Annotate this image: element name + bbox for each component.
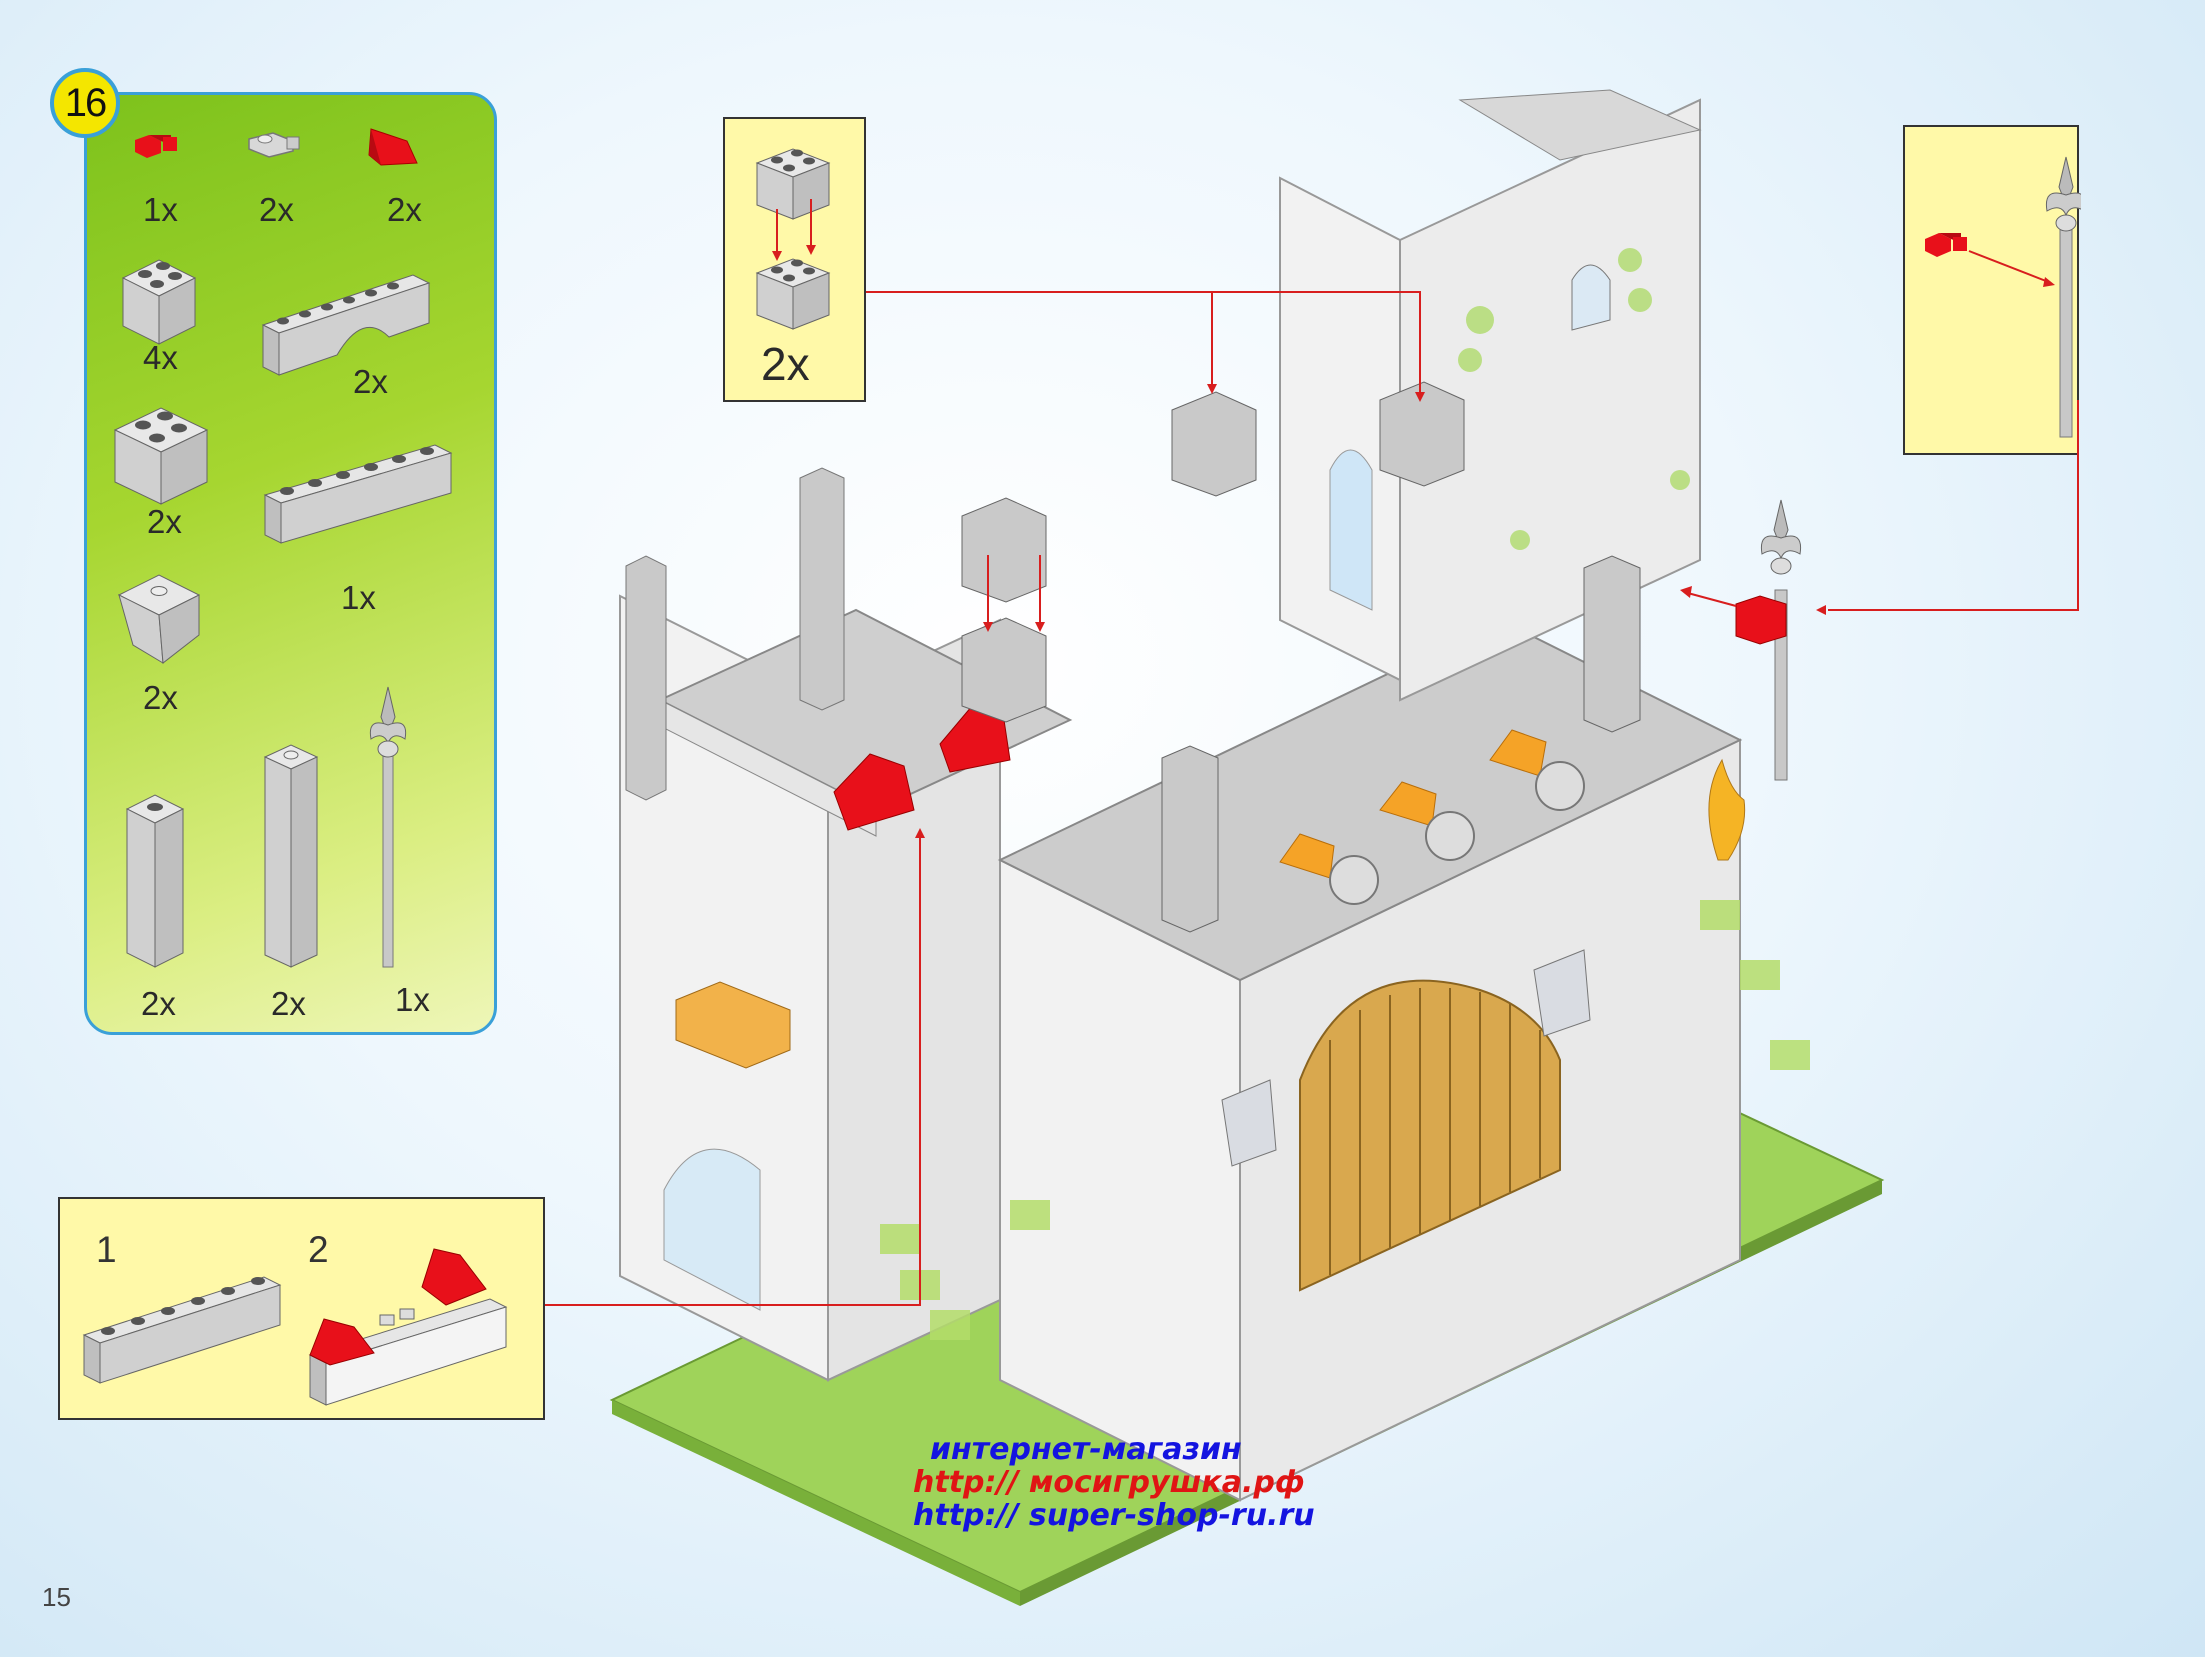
grey-brick-2x2-icon xyxy=(121,259,197,345)
grey-brick-1x6-icon xyxy=(263,444,453,544)
part-qty: 2x xyxy=(353,363,388,400)
grey-clip-plate-icon xyxy=(248,132,300,158)
grey-round-column-icon xyxy=(125,794,185,968)
parts-list-panel: 1x 2x 2x 4x 2x 2x 1x 2x 2x 2x 1x xyxy=(84,92,497,1035)
page-number: 15 xyxy=(42,1582,71,1612)
round-shields xyxy=(1329,761,1585,905)
callout-spear-clip xyxy=(1903,125,2081,455)
red-clip-piece-icon xyxy=(1925,233,1967,257)
sub-step-1-number: 1 xyxy=(96,1229,117,1270)
part-qty: 4x xyxy=(143,339,178,376)
sub-assembly-diagram xyxy=(82,1248,508,1406)
knight-mask xyxy=(1221,1079,1277,1167)
part-qty: 2x xyxy=(141,985,176,1022)
part-qty: 2x xyxy=(143,679,178,716)
halberd-spear-icon xyxy=(2045,156,2081,438)
torch-flame xyxy=(1708,758,1746,861)
knight-mask xyxy=(1533,949,1591,1037)
red-slope-brick xyxy=(833,753,915,831)
callout-qty: 2x xyxy=(761,338,810,390)
moss-patches xyxy=(880,900,1810,1340)
halberd-spear-icon xyxy=(369,686,407,968)
part-qty: 1x xyxy=(143,191,178,228)
part-qty: 1x xyxy=(395,981,430,1018)
watermark-line: интернет-магазин xyxy=(930,1432,1242,1467)
tower-grey-blocks xyxy=(961,381,1641,933)
red-slope-sub-assembly xyxy=(308,1248,508,1406)
treasure-chest xyxy=(675,981,791,1069)
red-slope-brick xyxy=(939,705,1011,773)
spear-clip-diagram xyxy=(1925,156,2081,438)
callout-sub-assembly: 1 2 xyxy=(58,1197,545,1420)
part-qty: 1x xyxy=(341,579,376,616)
sub-step-2-number: 2 xyxy=(308,1229,329,1270)
brick-stack-diagram xyxy=(755,148,831,330)
callout-brick-stack: 2x xyxy=(723,117,866,402)
part-qty: 2x xyxy=(259,191,294,228)
grey-brick-1x6-icon xyxy=(82,1276,282,1384)
orange-slopes xyxy=(1279,729,1547,879)
grey-slope-brick-icon xyxy=(117,574,201,664)
grey-brick-2x2-tall-icon xyxy=(113,407,209,505)
watermark-link[interactable]: http:// мосигрушка.рф xyxy=(913,1465,1305,1500)
grey-pillar-icon xyxy=(263,744,319,968)
assembly-arrows xyxy=(545,291,2079,1306)
part-qty: 2x xyxy=(387,191,422,228)
red-clip-piece-icon xyxy=(1735,595,1787,645)
red-slope-brick-icon xyxy=(368,128,418,166)
vine-decoration xyxy=(1458,248,1690,550)
left-top-columns xyxy=(625,467,845,801)
part-qty: 2x xyxy=(271,985,306,1022)
tower-window xyxy=(1571,264,1611,331)
grey-arch-brick-icon xyxy=(261,274,431,376)
wooden-gate-door xyxy=(1299,979,1561,1292)
watermark-link[interactable]: http:// super-shop-ru.ru xyxy=(913,1498,1315,1533)
parts-icons xyxy=(113,128,453,968)
step-number-badge: 16 xyxy=(50,68,120,138)
part-qty: 2x xyxy=(147,503,182,540)
red-clip-piece-icon xyxy=(135,135,177,158)
